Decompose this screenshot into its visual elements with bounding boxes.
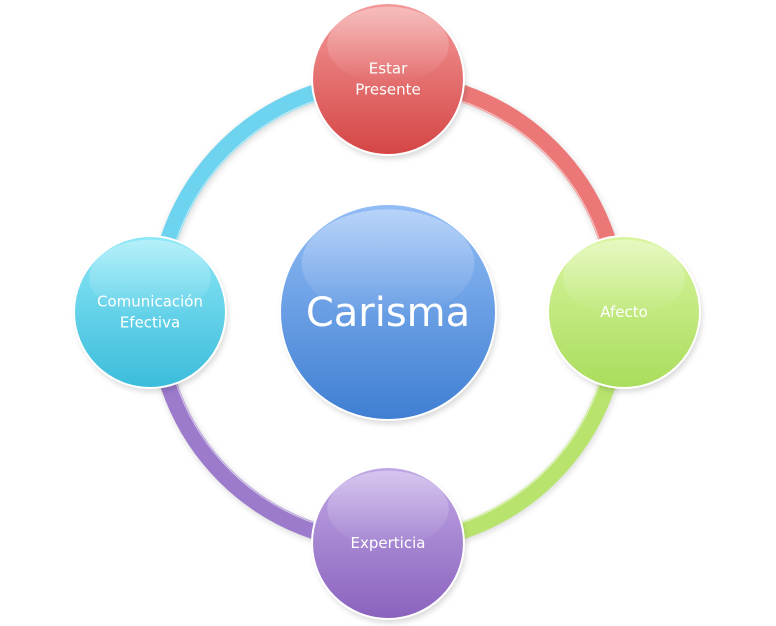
node-label: Experticia bbox=[351, 534, 426, 552]
node-gloss bbox=[89, 239, 211, 316]
node-gloss bbox=[327, 6, 449, 83]
node-afecto: Afecto bbox=[547, 235, 702, 392]
node-gloss bbox=[327, 470, 449, 547]
node-label: Afecto bbox=[600, 303, 648, 321]
node-gloss bbox=[563, 239, 685, 316]
node-label: Estar bbox=[369, 60, 408, 78]
center-node-gloss bbox=[301, 209, 475, 318]
node-label: Efectiva bbox=[120, 314, 180, 332]
center-node-label: Carisma bbox=[306, 290, 470, 336]
node-experticia: Experticia bbox=[311, 466, 466, 623]
center-node: Carisma bbox=[279, 203, 498, 424]
node-label: Comunicación bbox=[97, 293, 203, 311]
node-label: Presente bbox=[355, 81, 421, 99]
